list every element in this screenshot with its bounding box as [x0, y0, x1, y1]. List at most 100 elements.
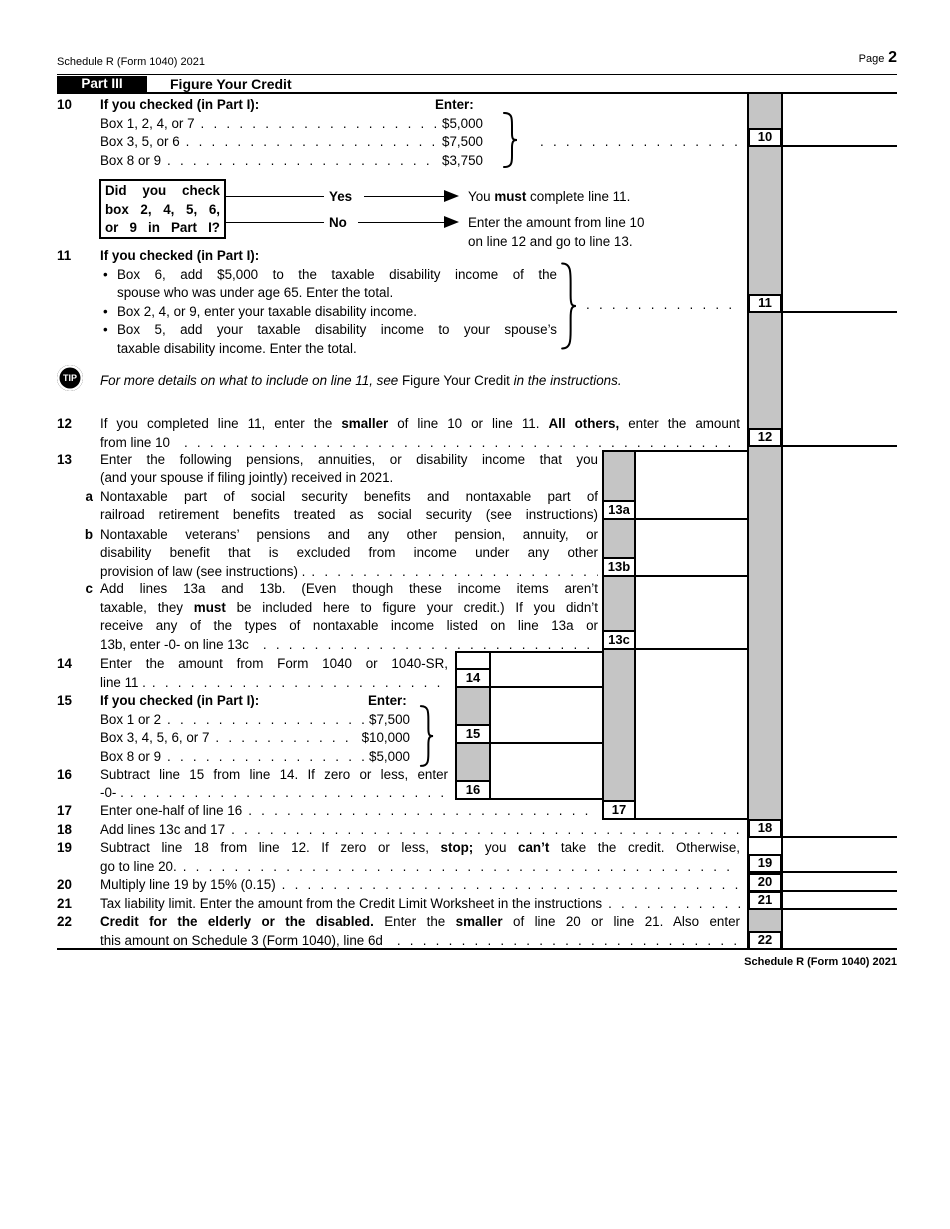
dot-leader: . . . . . . . . . . . . . . . . . . . . …	[262, 636, 598, 652]
line16-text-line1: Subtract line 15 from line 14. If zero o…	[100, 766, 448, 782]
line16-number: 16	[57, 766, 72, 782]
shaded-cell	[749, 313, 781, 428]
line13c-text-line3: receive any of the types of nontaxable i…	[100, 618, 598, 633]
line18-amount-field[interactable]	[784, 818, 894, 835]
line13b-box-label: 13b	[602, 557, 636, 577]
line12-text-line2: from line 10 . . . . . . . . . . . . . .…	[100, 434, 740, 453]
line18-text: Add lines 13c and 17 . . . . . . . . . .…	[100, 821, 740, 840]
inner-column-top-rule	[455, 651, 604, 653]
outer-column-right-rule	[781, 91, 783, 950]
dot-leader: . . . . . . . . . . . . . . . . . . . . …	[151, 674, 448, 690]
line13a-text-line1: Nontaxable part of social security benef…	[100, 488, 598, 504]
shaded-cell	[749, 147, 781, 294]
line17-entry-rule	[602, 818, 748, 820]
part3-label: Part III	[57, 76, 147, 93]
form-id-header: Schedule R (Form 1040) 2021	[57, 56, 205, 68]
tip-text: For more details on what to include on l…	[100, 373, 622, 388]
outer-column-left-rule	[747, 91, 749, 950]
line15-intro: If you checked (in Part I):	[100, 693, 260, 708]
line13c-box-label: 13c	[602, 630, 636, 650]
line18-box-label: 18	[748, 819, 782, 838]
shaded-cell	[749, 910, 781, 931]
flowchart-yes-label: Yes	[329, 189, 353, 204]
dot-leader: . . . . . . . . . . . . . . . . . . . . …	[215, 730, 357, 745]
flowchart-no-label: No	[329, 215, 347, 230]
dot-leader: . . . . . . . . . . . . . . . . . . . . …	[231, 821, 740, 837]
line13c-amount-field[interactable]	[637, 630, 745, 647]
line20-amount-field[interactable]	[784, 872, 894, 888]
page-number: Page 2	[700, 49, 897, 69]
top-rule	[57, 74, 897, 75]
line11-bullet1-line1: Box 6, add $5,000 to the taxable disabil…	[117, 266, 557, 282]
line13-text-line1: Enter the following pensions, annuities,…	[100, 451, 598, 467]
line17-amount-field[interactable]	[637, 800, 745, 817]
flowchart-question-line3: or 9 in Part I?	[105, 220, 220, 235]
line10-leader: . . . . . . . . . . . . . . . . . . . . …	[540, 133, 737, 152]
page-label: Page	[858, 53, 885, 65]
line14-amount-field[interactable]	[492, 668, 600, 685]
line15-amount-field[interactable]	[492, 724, 600, 741]
bullet-icon: •	[103, 266, 108, 282]
line11-number: 11	[57, 248, 72, 263]
shaded-cell	[749, 447, 781, 819]
line10-number: 10	[57, 97, 72, 112]
line13b-entry-rule	[602, 575, 748, 577]
shaded-cell	[604, 520, 634, 557]
line13b-letter: b	[84, 526, 93, 542]
flowchart-no-result-line1: Enter the amount from line 10	[468, 215, 645, 230]
flowchart-question-box: Did you check box 2, 4, 5, 6, or 9 in Pa…	[99, 179, 226, 239]
line10-row3: Box 8 or 9 . . . . . . . . . . . . . . .…	[100, 152, 483, 171]
line13a-amount-field[interactable]	[637, 500, 745, 517]
shaded-cell	[457, 688, 489, 724]
line16-amount-field[interactable]	[492, 780, 600, 797]
flowchart-yes-arrow-shaft	[364, 195, 444, 197]
line11-amount-field[interactable]	[784, 293, 894, 310]
line19-text-line2: go to line 20. . . . . . . . . . . . . .…	[100, 858, 740, 877]
line12-number: 12	[57, 416, 72, 431]
dot-leader: . . . . . . . . . . . . . . . . . . . . …	[129, 785, 448, 800]
line19-amount-field[interactable]	[784, 853, 894, 869]
bullet-icon: •	[103, 322, 108, 337]
shaded-cell	[604, 650, 634, 800]
line10-entry-rule	[748, 145, 897, 147]
line22-text-line1: Credit for the elderly or the disabled. …	[100, 914, 740, 929]
brace-line15	[419, 705, 434, 767]
line19-number: 19	[57, 840, 72, 855]
line11-bullet3-line1: Box 5, add your taxable disability incom…	[117, 322, 557, 337]
flowchart-no-connector	[226, 221, 324, 223]
footer-form-id: Schedule R (Form 1040) 2021	[744, 956, 897, 968]
line15-row1: Box 1 or 2 . . . . . . . . . . . . . . .…	[100, 711, 410, 730]
line15-number: 15	[57, 693, 72, 708]
line22-text-line2: this amount on Schedule 3 (Form 1040), l…	[100, 932, 740, 951]
line16-text-line2: -0- . . . . . . . . . . . . . . . . . . …	[100, 784, 448, 803]
dot-leader: . . . . . . . . . . . . . . . . . . . . …	[396, 932, 740, 948]
line13b-amount-field[interactable]	[637, 557, 745, 574]
line19-text-line1: Subtract line 18 from line 12. If zero o…	[100, 840, 740, 855]
line21-amount-field[interactable]	[784, 891, 894, 907]
bottom-rule	[57, 948, 897, 950]
dot-leader: . . . . . . . . . . . . . . . . . . . . …	[167, 152, 438, 168]
line12-amount-field[interactable]	[784, 427, 894, 444]
line15-row3: Box 8 or 9 . . . . . . . . . . . . . . .…	[100, 748, 410, 767]
line22-box-label: 22	[748, 931, 782, 950]
shaded-cell	[457, 744, 489, 780]
line11-bullet2: Box 2, 4, or 9, enter your taxable disab…	[117, 303, 417, 319]
line13c-entry-rule	[602, 648, 748, 650]
tip-icon: TIP	[57, 365, 83, 391]
line22-amount-field[interactable]	[784, 930, 894, 947]
line15-row2: Box 3, 4, 5, 6, or 7 . . . . . . . . . .…	[100, 729, 410, 748]
line12-box-label: 12	[748, 428, 782, 447]
line14-box-label: 14	[455, 668, 491, 688]
line15-box-label: 15	[455, 724, 491, 744]
line11-leader: . . . . . . . . . . . . . . . . . . . . …	[586, 296, 737, 315]
dot-leader: . . . . . . . . . . . . . . . . . . . . …	[182, 858, 740, 874]
line20-box-label: 20	[748, 872, 782, 892]
line10-amount-field[interactable]	[784, 127, 894, 144]
line16-entry-rule	[455, 798, 604, 800]
line22-number: 22	[57, 914, 72, 929]
dot-leader: . . . . . . . . . . . . . . . . . . . . …	[185, 134, 438, 149]
line21-number: 21	[57, 895, 72, 911]
part3-bottom-rule	[57, 91, 897, 94]
dot-leader: . . . . . . . . . . . . . . . . . . . . …	[311, 563, 598, 579]
